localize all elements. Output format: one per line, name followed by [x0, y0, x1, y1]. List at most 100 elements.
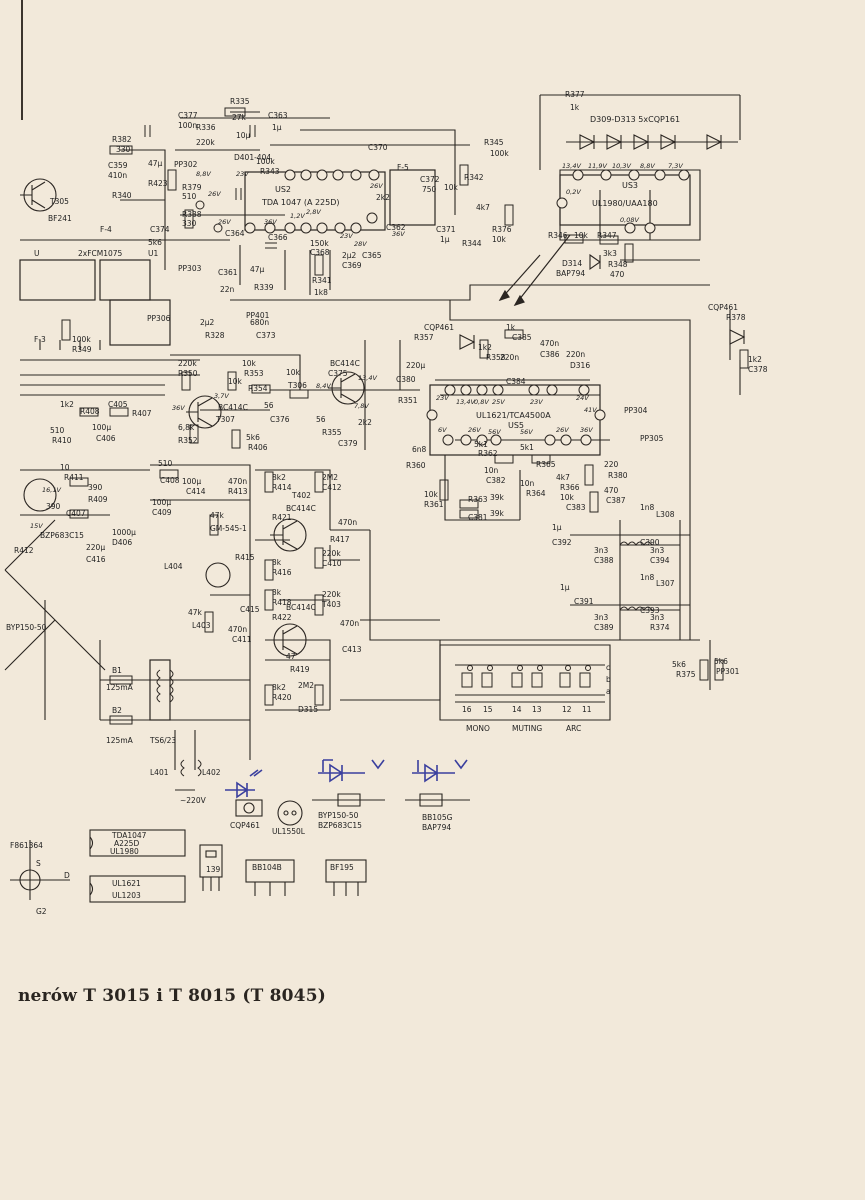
label-10kb: 10k — [492, 235, 507, 244]
label-c393: 3n3 — [594, 613, 609, 622]
label-510: 510 — [182, 192, 197, 201]
label-5k6d: U1 — [148, 249, 158, 258]
label-bc414c-b: C375 — [328, 369, 348, 378]
label-pp304: PP305 — [640, 434, 664, 443]
label-3n3a: C394 — [650, 556, 670, 565]
package-pinouts — [10, 793, 470, 903]
label-cqp461b: R378 — [726, 313, 746, 322]
label-r363: 39k — [490, 509, 505, 518]
voltage: 26V — [370, 182, 383, 190]
label-220kc: C410 — [322, 559, 342, 568]
label-1k8: 1k8 — [314, 288, 328, 297]
label-3n3d: R374 — [650, 623, 670, 632]
voltage: 36V — [264, 218, 277, 226]
label-3k3: 3k3 — [603, 249, 617, 258]
label-f3: F-4 — [100, 225, 112, 234]
label-c359: C359 — [108, 161, 128, 170]
label-4k7: 4k7 — [476, 203, 490, 212]
label-10ke: T306 — [287, 381, 307, 390]
label-c368: 2µ2 — [342, 251, 357, 260]
label-bc414c-d: R422 — [272, 613, 292, 622]
label-c412: T402 — [291, 491, 311, 500]
label-c370: C370 — [368, 143, 388, 152]
label-56b: R355 — [322, 428, 342, 437]
label-5k6b: R375 — [676, 670, 696, 679]
label-d406: BZP683C15 — [40, 531, 84, 540]
transistors — [20, 178, 365, 657]
voltage: 0,08V — [620, 216, 639, 224]
label-c363: C363 — [268, 111, 288, 120]
label-c411: 470n — [340, 619, 359, 628]
label-2u2b: C369 — [342, 261, 362, 270]
voltage: 26V — [556, 426, 569, 434]
label-r417: 3k — [272, 588, 282, 597]
voltage: 11,9V — [588, 162, 607, 170]
voltage: 56V — [488, 428, 501, 436]
label-r354: 10k — [286, 368, 301, 377]
voltage: 7,3V — [668, 162, 683, 170]
label-1ud: C391 — [574, 597, 594, 606]
label-b1: B1 — [112, 666, 122, 675]
label-c365: C366 — [268, 233, 288, 242]
label-c392: 1n8 — [640, 503, 655, 512]
label-8k2a: R414 — [272, 483, 292, 492]
label-c377: C377 — [178, 111, 198, 120]
label-r412: 510 — [158, 459, 173, 468]
voltage: 26V — [208, 190, 221, 198]
voltage: 23V — [436, 394, 449, 402]
label-r360: 10k — [424, 490, 439, 499]
label-bf241: BF241 — [48, 214, 72, 223]
label-ts6: TS6/23 — [149, 736, 176, 745]
ic-pins — [195, 169, 690, 446]
label-c374: 47µ — [148, 159, 163, 168]
label-c409: 100µ — [182, 477, 201, 486]
label-510b: R410 — [52, 436, 72, 445]
label-r420: 2M2 — [298, 681, 314, 690]
label-c389: 3n3 — [650, 613, 665, 622]
label-c415: 470n — [228, 625, 247, 634]
label-c406: R407 — [132, 409, 152, 418]
voltage: 8,8V — [196, 170, 211, 178]
voltage: 8,8V — [640, 162, 655, 170]
label-u: 2xFCM1075 — [78, 249, 123, 258]
label-470n-e: C386 — [540, 350, 560, 359]
label-56a: C376 — [270, 415, 290, 424]
label-100u-c: C414 — [186, 487, 206, 496]
wires — [4, 94, 741, 791]
voltage: 2,8V — [306, 208, 321, 216]
label-10u: D401-404 — [234, 153, 271, 162]
label-c383: 220 — [604, 460, 619, 469]
label-10na: C382 — [486, 476, 506, 485]
label-r346: R346 — [548, 231, 568, 240]
power-labels: B1 125mA B2 125mA TS6/23 L401 L402 ~220V — [106, 666, 221, 805]
led-bar — [459, 134, 746, 350]
label-t305: T305 — [49, 197, 69, 206]
label-r364: 5k1 — [520, 443, 534, 452]
label-c410: 470n — [338, 518, 357, 527]
switch-label-mono: MONO — [466, 724, 490, 733]
label-pp302: PP303 — [178, 264, 202, 273]
label-c405: 100µ — [92, 423, 111, 432]
transformer-core — [149, 659, 171, 721]
switch-pp405-outline — [109, 299, 171, 346]
label-r410: 10 — [60, 463, 70, 472]
voltage: 13,4V — [562, 162, 581, 170]
label-1n8b: L307 — [656, 579, 675, 588]
label-10kg: C383 — [566, 503, 586, 512]
label-c388: 1µ — [560, 583, 570, 592]
label-10kd: R354 — [248, 384, 268, 393]
label-c413: 47 — [286, 652, 296, 661]
label-r407: 510 — [50, 426, 65, 435]
label-c364: C364 — [225, 229, 245, 238]
label-u1: U — [34, 249, 40, 258]
label-220n-b: D316 — [570, 361, 590, 370]
voltage: 24V — [576, 394, 589, 402]
voltage: 25V — [492, 398, 505, 406]
voltage: 1,2V — [290, 212, 305, 220]
label-6n8: R360 — [406, 461, 426, 470]
label-r358: 1k — [506, 323, 516, 332]
switch-label-muting: MUTING — [512, 724, 542, 733]
label-r342: 2k2 — [376, 193, 390, 202]
label-gm545: L404 — [164, 562, 183, 571]
